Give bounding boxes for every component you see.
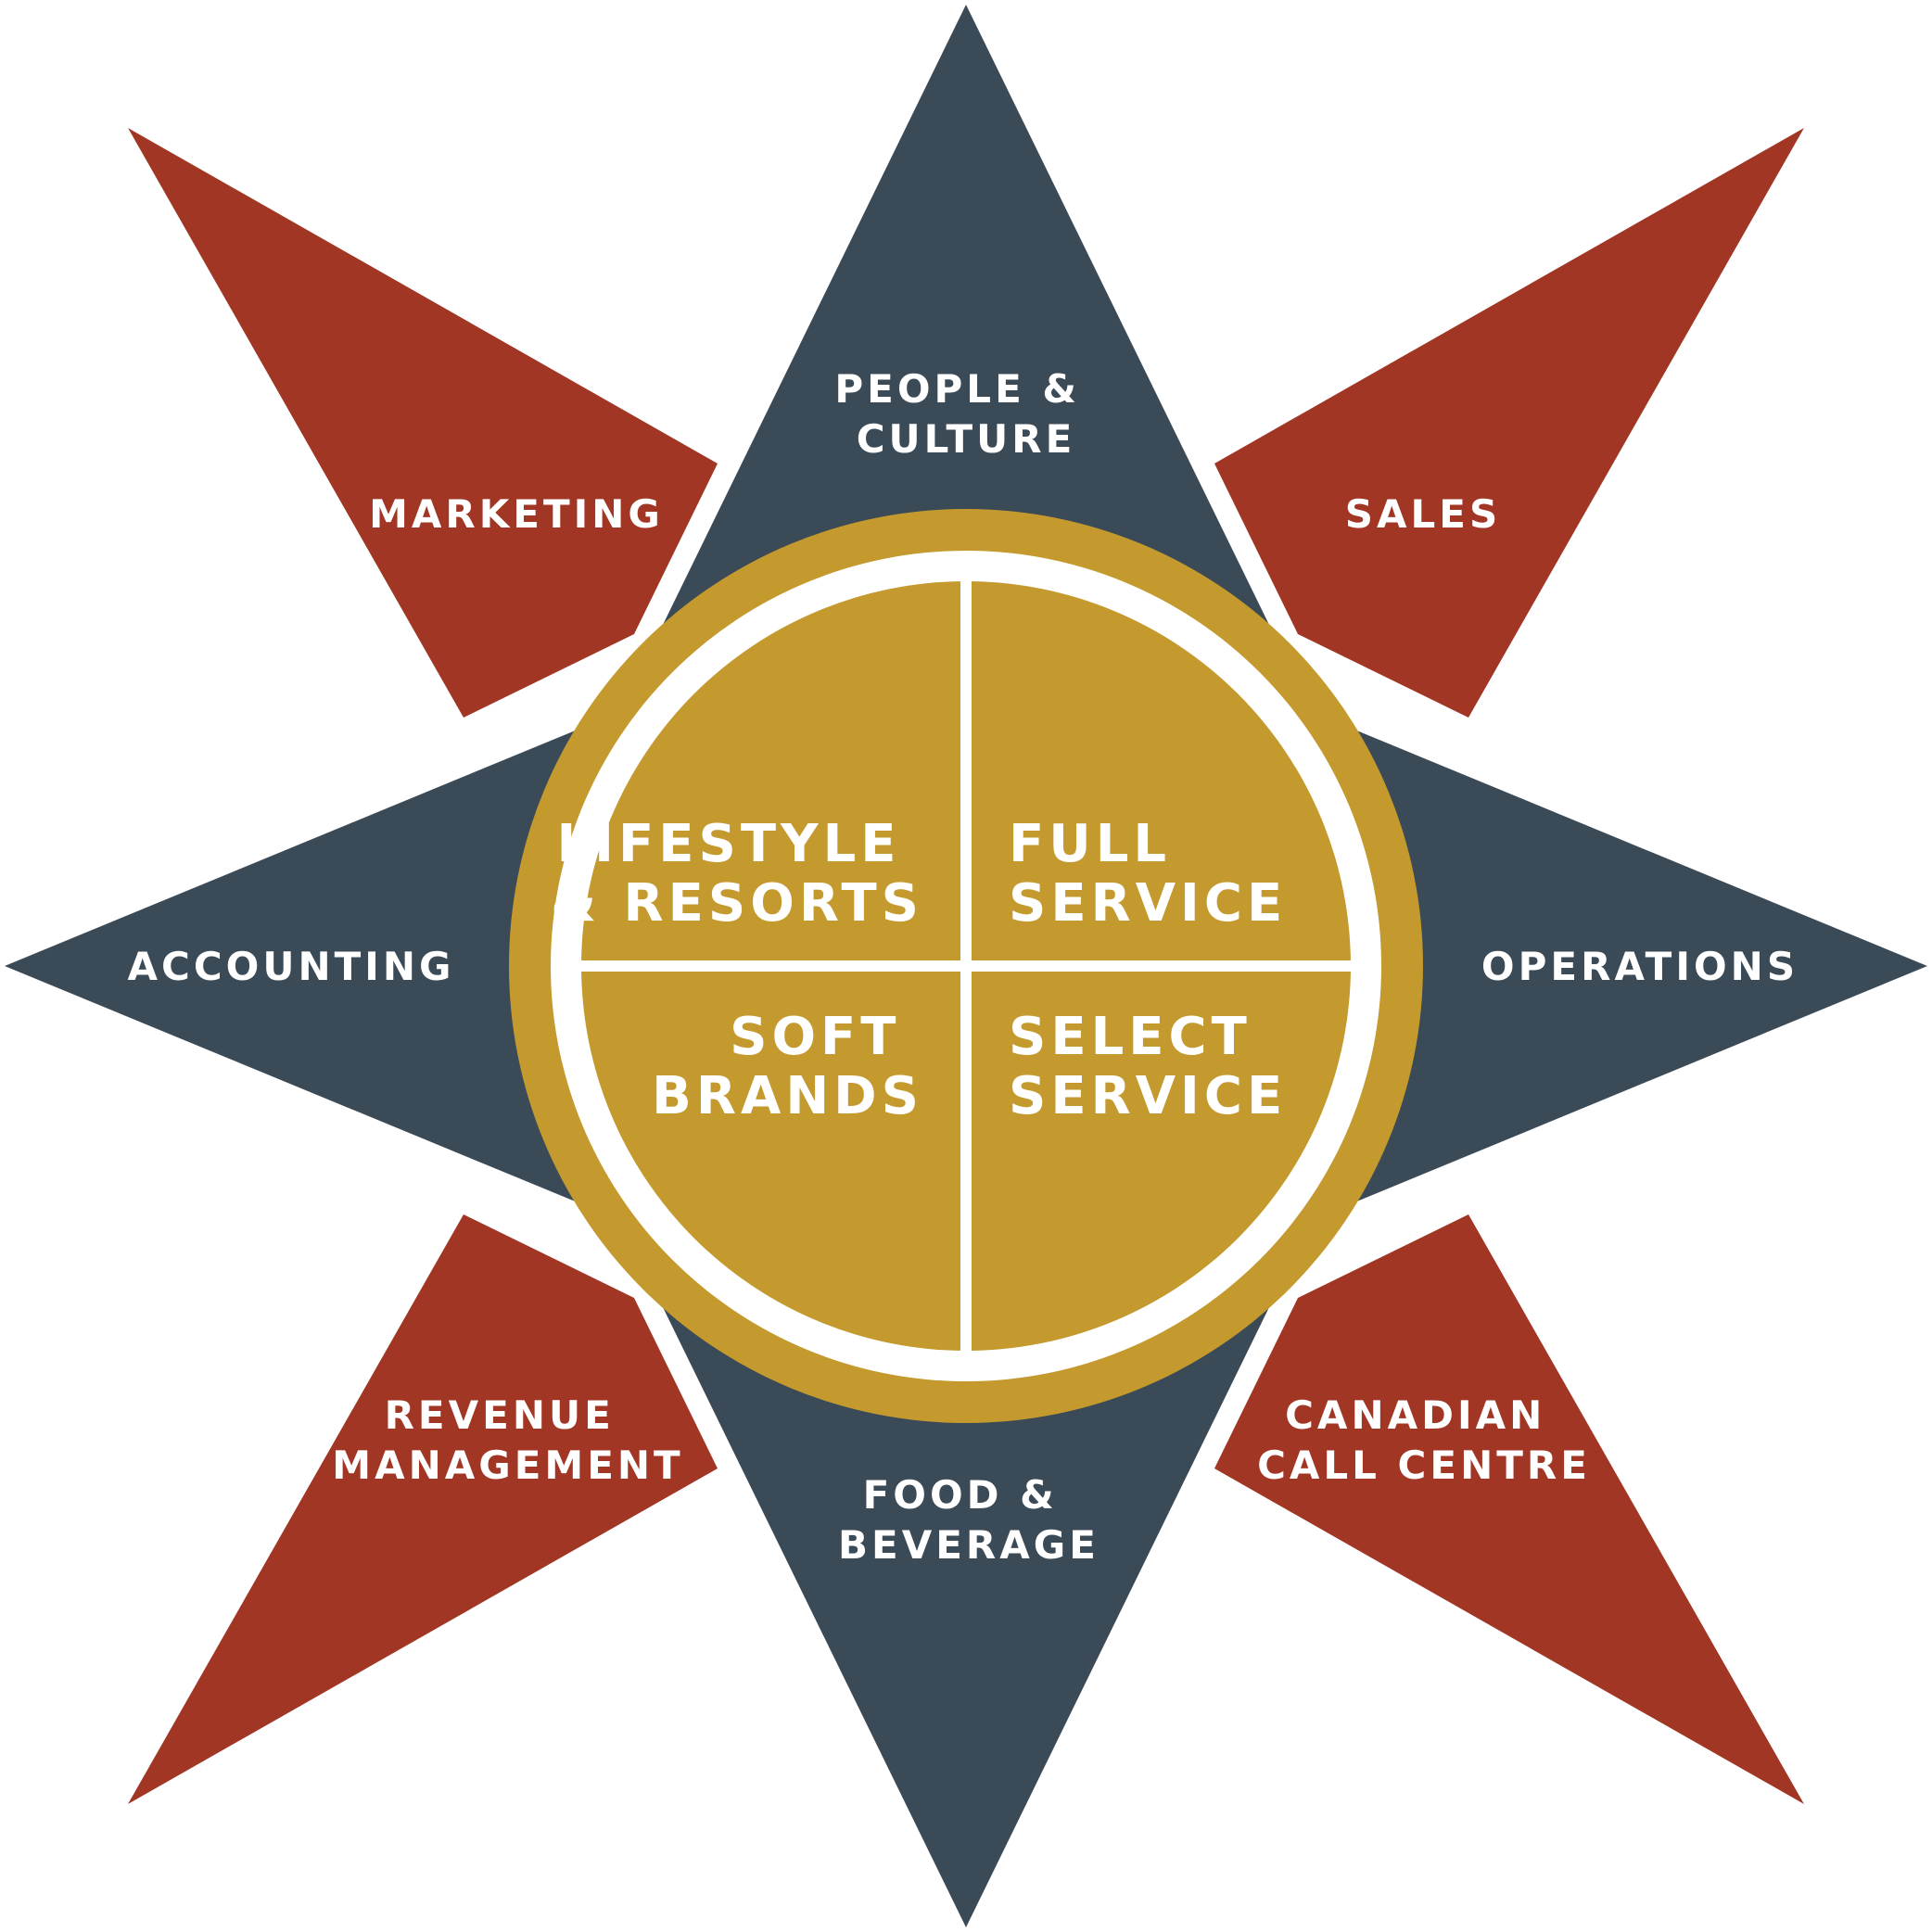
marketing-label: MARKETING <box>369 491 664 537</box>
canadian-call-centre-line-2: CALL CENTRE <box>1257 1443 1591 1488</box>
lifestyle-resorts-line-2: & RESORTS <box>551 873 923 934</box>
lifestyle-resorts-label: LIFESTYLE & RESORTS <box>551 814 923 934</box>
operations-line-1: OPERATIONS <box>1481 944 1799 989</box>
select-service-label: SELECT SERVICE <box>1009 1007 1287 1126</box>
select-service-line-2: SERVICE <box>1009 1066 1287 1126</box>
canadian-call-centre-point <box>1214 1214 1804 1804</box>
marketing-point <box>128 128 718 718</box>
full-service-line-2: SERVICE <box>1009 873 1287 934</box>
full-service-line-1: FULL <box>1009 814 1171 874</box>
soft-brands-label: SOFT BRANDS <box>652 1007 923 1126</box>
accounting-label: ACCOUNTING <box>127 944 454 989</box>
people-culture-line-1: PEOPLE & <box>834 366 1080 412</box>
people-culture-line-2: CULTURE <box>857 416 1076 462</box>
revenue-management-line-1: REVENUE <box>385 1392 615 1438</box>
full-service-label: FULL SERVICE <box>1009 814 1287 934</box>
food-beverage-line-2: BEVERAGE <box>838 1522 1099 1568</box>
soft-brands-line-2: BRANDS <box>652 1066 923 1126</box>
food-beverage-line-1: FOOD & <box>863 1472 1058 1518</box>
people-culture-label: PEOPLE & CULTURE <box>834 366 1097 462</box>
horizontal-divider <box>579 960 1353 972</box>
food-beverage-label: FOOD & BEVERAGE <box>838 1472 1099 1568</box>
revenue-management-point <box>128 1214 718 1804</box>
soft-brands-line-1: SOFT <box>730 1007 900 1067</box>
sales-line-1: SALES <box>1345 491 1501 537</box>
revenue-management-line-2: MANAGEMENT <box>332 1443 683 1488</box>
sales-label: SALES <box>1345 491 1501 537</box>
canadian-call-centre-line-1: CANADIAN <box>1285 1392 1545 1438</box>
sales-point <box>1214 128 1804 718</box>
accounting-line-1: ACCOUNTING <box>127 944 454 989</box>
operations-label: OPERATIONS <box>1481 944 1799 989</box>
lifestyle-resorts-line-1: LIFESTYLE <box>556 814 900 874</box>
canadian-call-centre-label: CANADIAN CALL CENTRE <box>1257 1392 1591 1488</box>
revenue-management-label: REVENUE MANAGEMENT <box>332 1392 683 1488</box>
marketing-line-1: MARKETING <box>369 491 664 537</box>
select-service-line-1: SELECT <box>1009 1007 1252 1067</box>
